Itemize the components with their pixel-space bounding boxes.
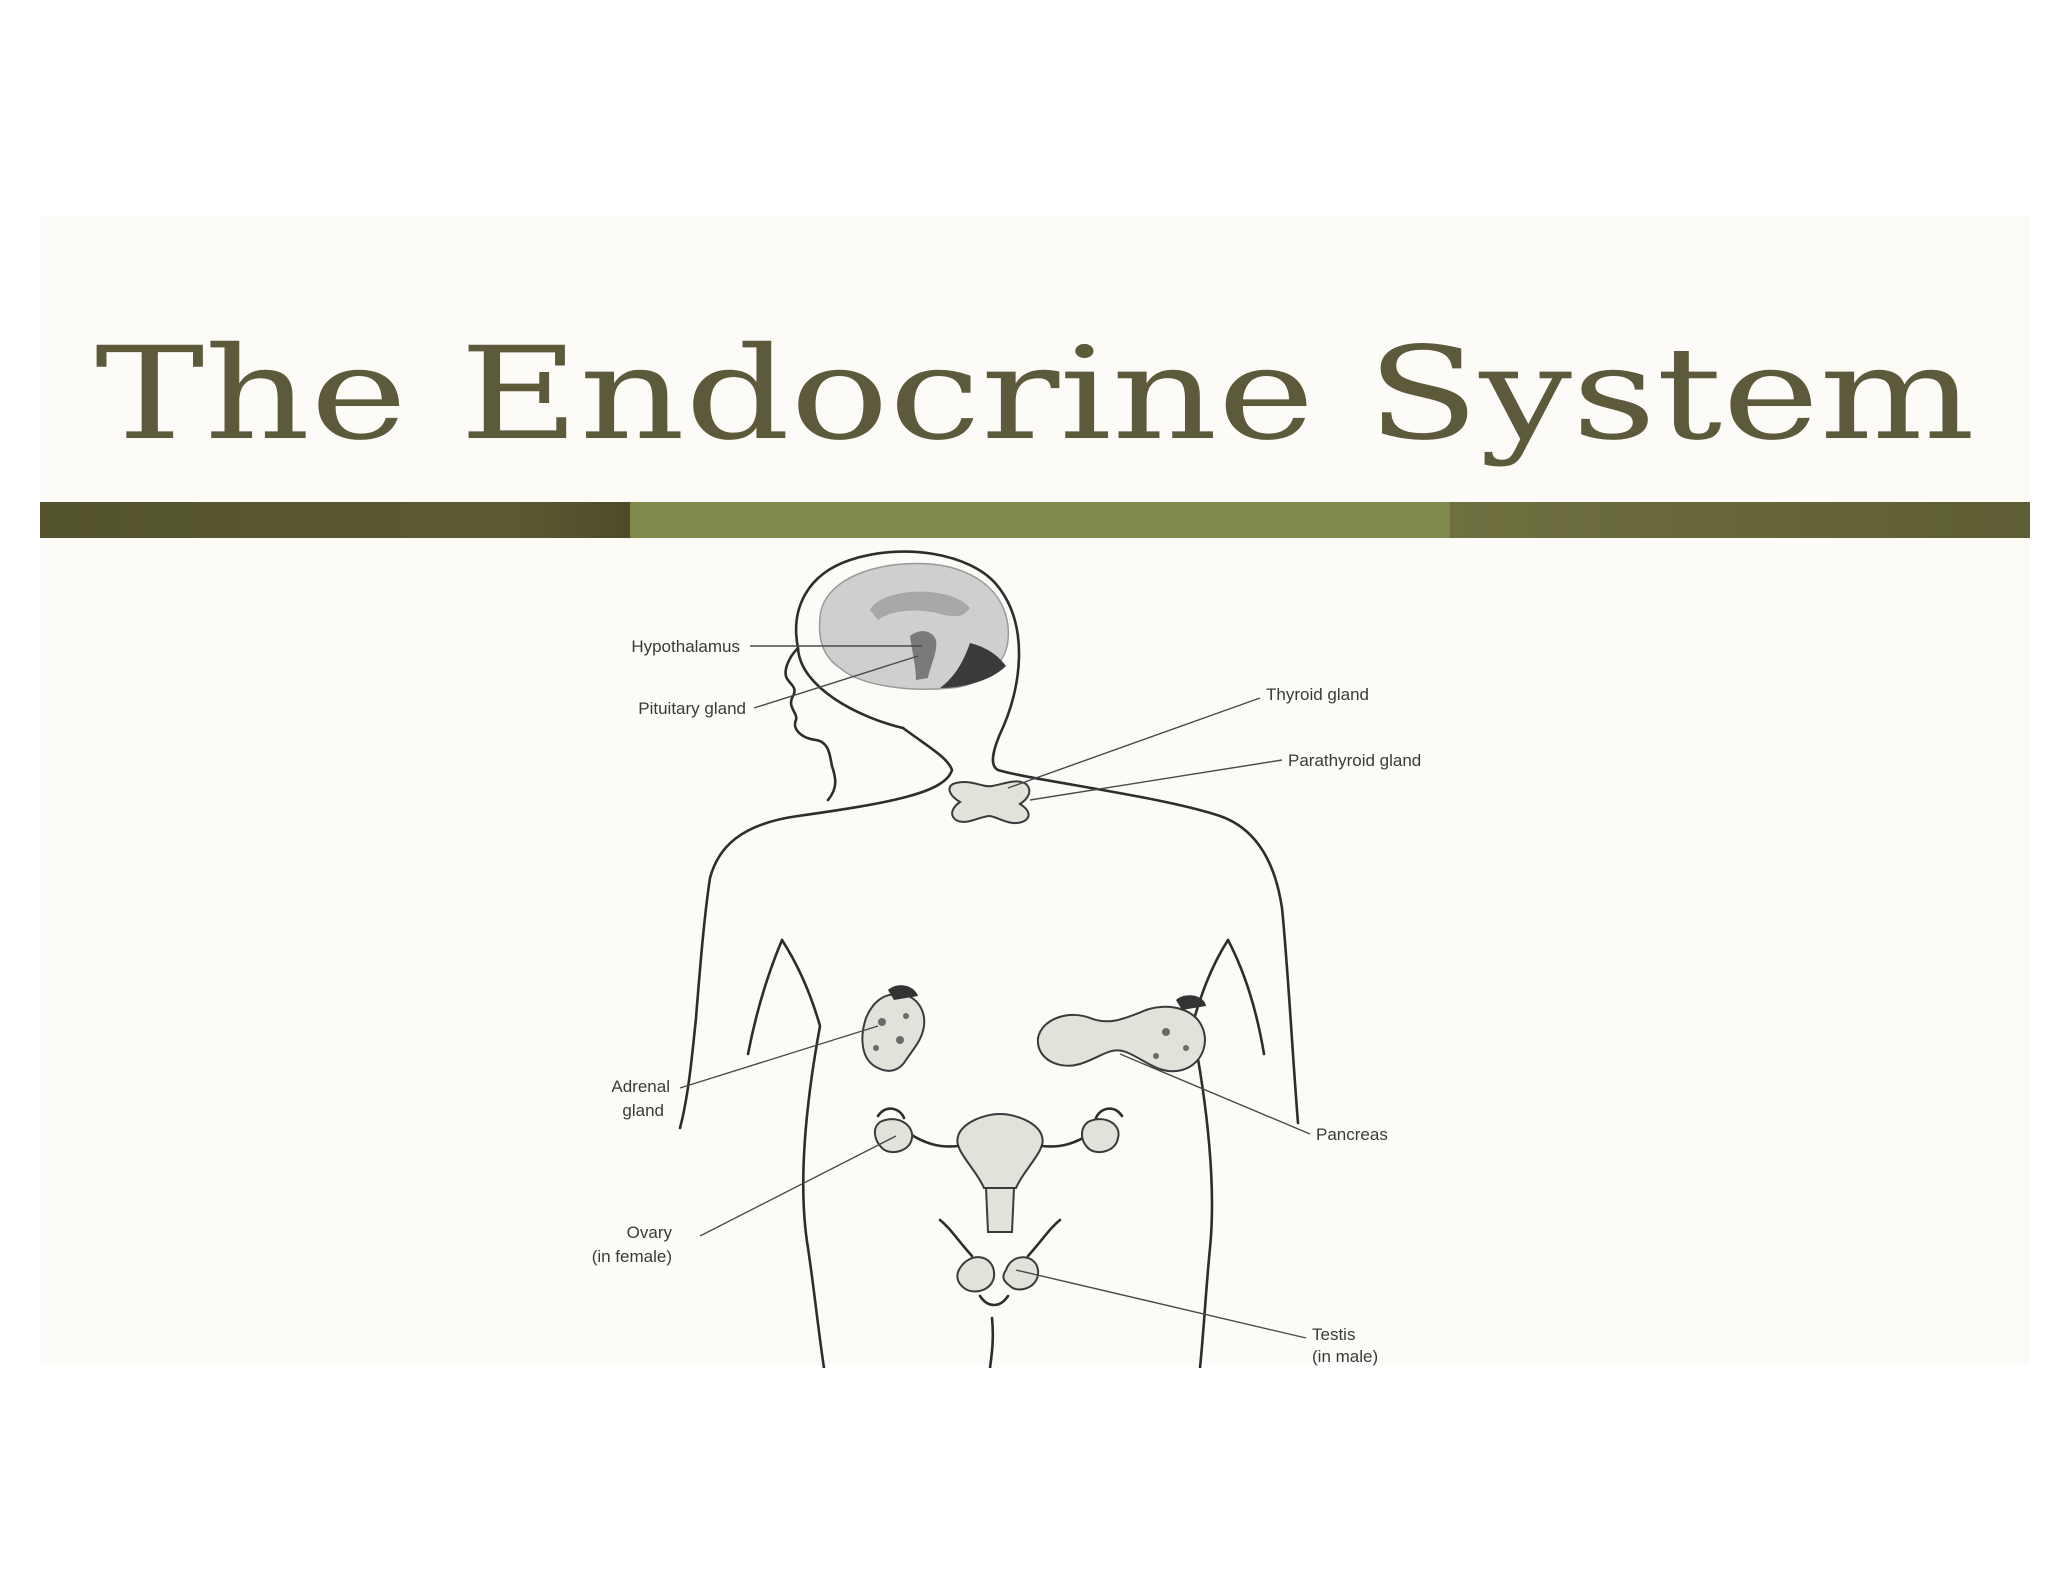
endocrine-diagram: Hypothalamus Pituitary gland Thyroid gla… <box>592 550 1421 1368</box>
label-adrenal-gland-line1: Adrenal <box>611 1077 670 1096</box>
label-pituitary-gland: Pituitary gland <box>638 699 746 718</box>
pancreas <box>1036 995 1206 1073</box>
adrenal-kidney <box>861 985 926 1072</box>
brain <box>818 562 1010 690</box>
label-ovary-line1: Ovary <box>627 1223 673 1242</box>
label-testis-line1: Testis <box>1312 1325 1355 1344</box>
leader-lines <box>679 645 1311 1339</box>
testes <box>938 1218 1062 1307</box>
label-adrenal-gland-line2: gland <box>622 1101 664 1120</box>
label-thyroid-gland: Thyroid gland <box>1266 685 1369 704</box>
title-underline-band <box>40 502 2030 538</box>
label-ovary-line2: (in female) <box>592 1247 672 1266</box>
thyroid-gland <box>948 780 1031 825</box>
label-hypothalamus: Hypothalamus <box>631 637 740 656</box>
label-parathyroid-gland: Parathyroid gland <box>1288 751 1421 770</box>
label-testis-line2: (in male) <box>1312 1347 1378 1366</box>
band-middle-segment <box>630 502 1450 538</box>
band-left-segment <box>40 502 630 538</box>
slide-background <box>40 215 2030 1365</box>
label-pancreas: Pancreas <box>1316 1125 1388 1144</box>
body-outline <box>678 550 1300 1368</box>
uterus-and-ovaries <box>874 1107 1124 1233</box>
band-right-segment <box>1450 502 2030 538</box>
